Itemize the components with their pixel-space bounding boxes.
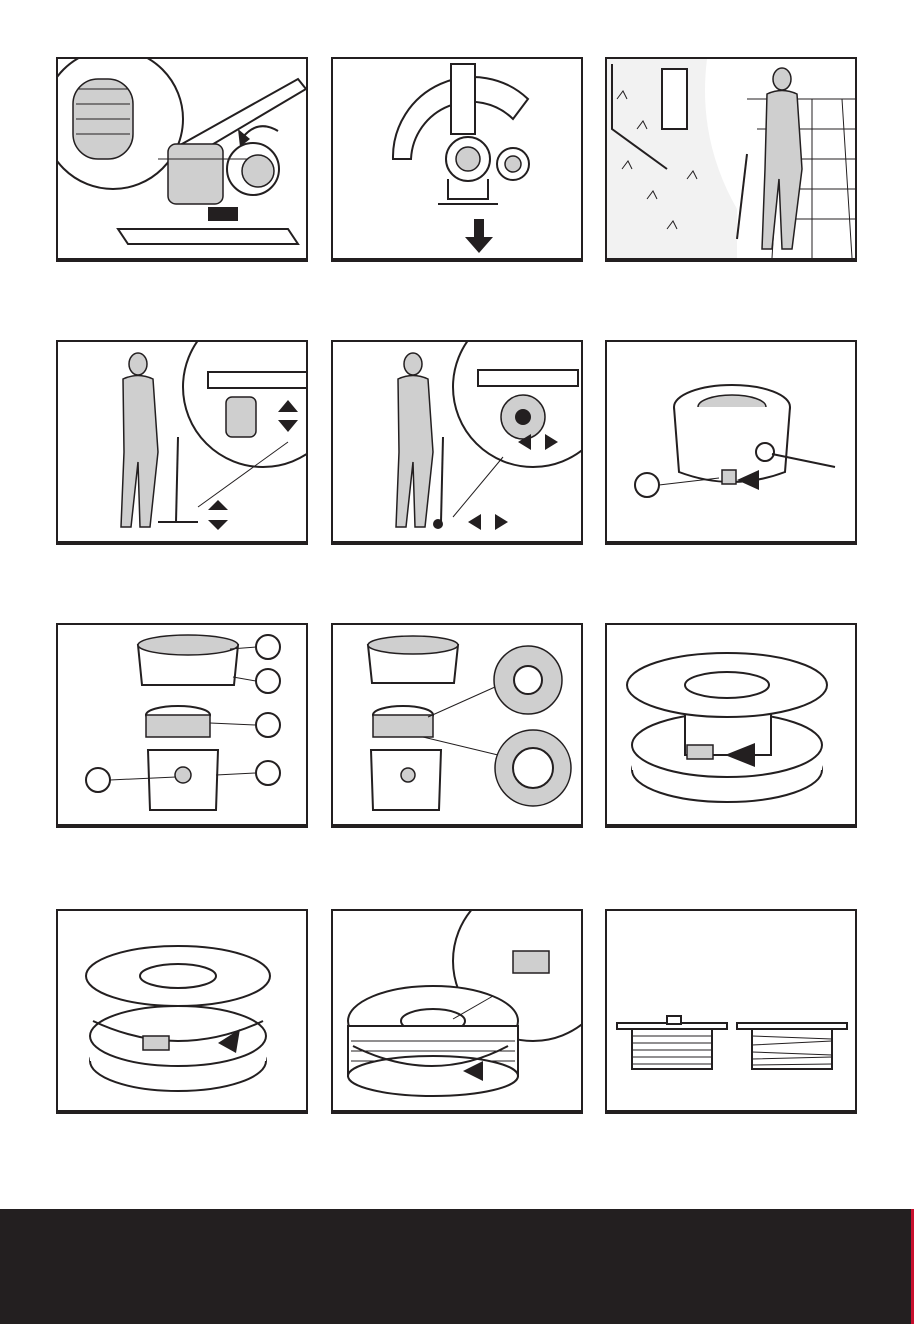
guard-illustration bbox=[333, 59, 581, 258]
panel-spool-rotate bbox=[56, 909, 308, 1114]
circle-label-icon bbox=[256, 761, 280, 785]
panel-edging-mode bbox=[605, 57, 857, 262]
trimmer-knob-illustration bbox=[58, 59, 306, 258]
spool-compare-illustration bbox=[607, 911, 855, 1110]
circle-label-icon bbox=[256, 669, 280, 693]
spool-exploded-illustration bbox=[58, 625, 306, 824]
circle-label-icon bbox=[256, 635, 280, 659]
panel-spool-exploded bbox=[56, 623, 308, 828]
wheel-height-illustration bbox=[58, 342, 306, 541]
panel-spool-routing bbox=[331, 623, 583, 828]
edging-illustration bbox=[607, 59, 855, 258]
circle-label-icon bbox=[86, 768, 110, 792]
spool-routing-illustration bbox=[333, 625, 581, 824]
panel-trimmer-head-knob bbox=[56, 57, 308, 262]
spool-rotate-illustration bbox=[58, 911, 306, 1110]
panel-wheel-position bbox=[331, 340, 583, 545]
circle-label-icon bbox=[256, 713, 280, 737]
panel-spool-insert bbox=[605, 623, 857, 828]
page-footer-band bbox=[0, 1209, 914, 1324]
panel-guard-attach bbox=[331, 57, 583, 262]
wheel-position-illustration bbox=[333, 342, 581, 541]
panel-spool-release bbox=[605, 340, 857, 545]
panel-spool-correct-incorrect bbox=[605, 909, 857, 1114]
spool-insert-illustration bbox=[607, 625, 855, 824]
spool-winding-illustration bbox=[333, 911, 581, 1110]
panel-wheel-height bbox=[56, 340, 308, 545]
spool-release-illustration bbox=[607, 342, 855, 541]
circle-label-icon bbox=[635, 473, 659, 497]
panel-spool-winding bbox=[331, 909, 583, 1114]
